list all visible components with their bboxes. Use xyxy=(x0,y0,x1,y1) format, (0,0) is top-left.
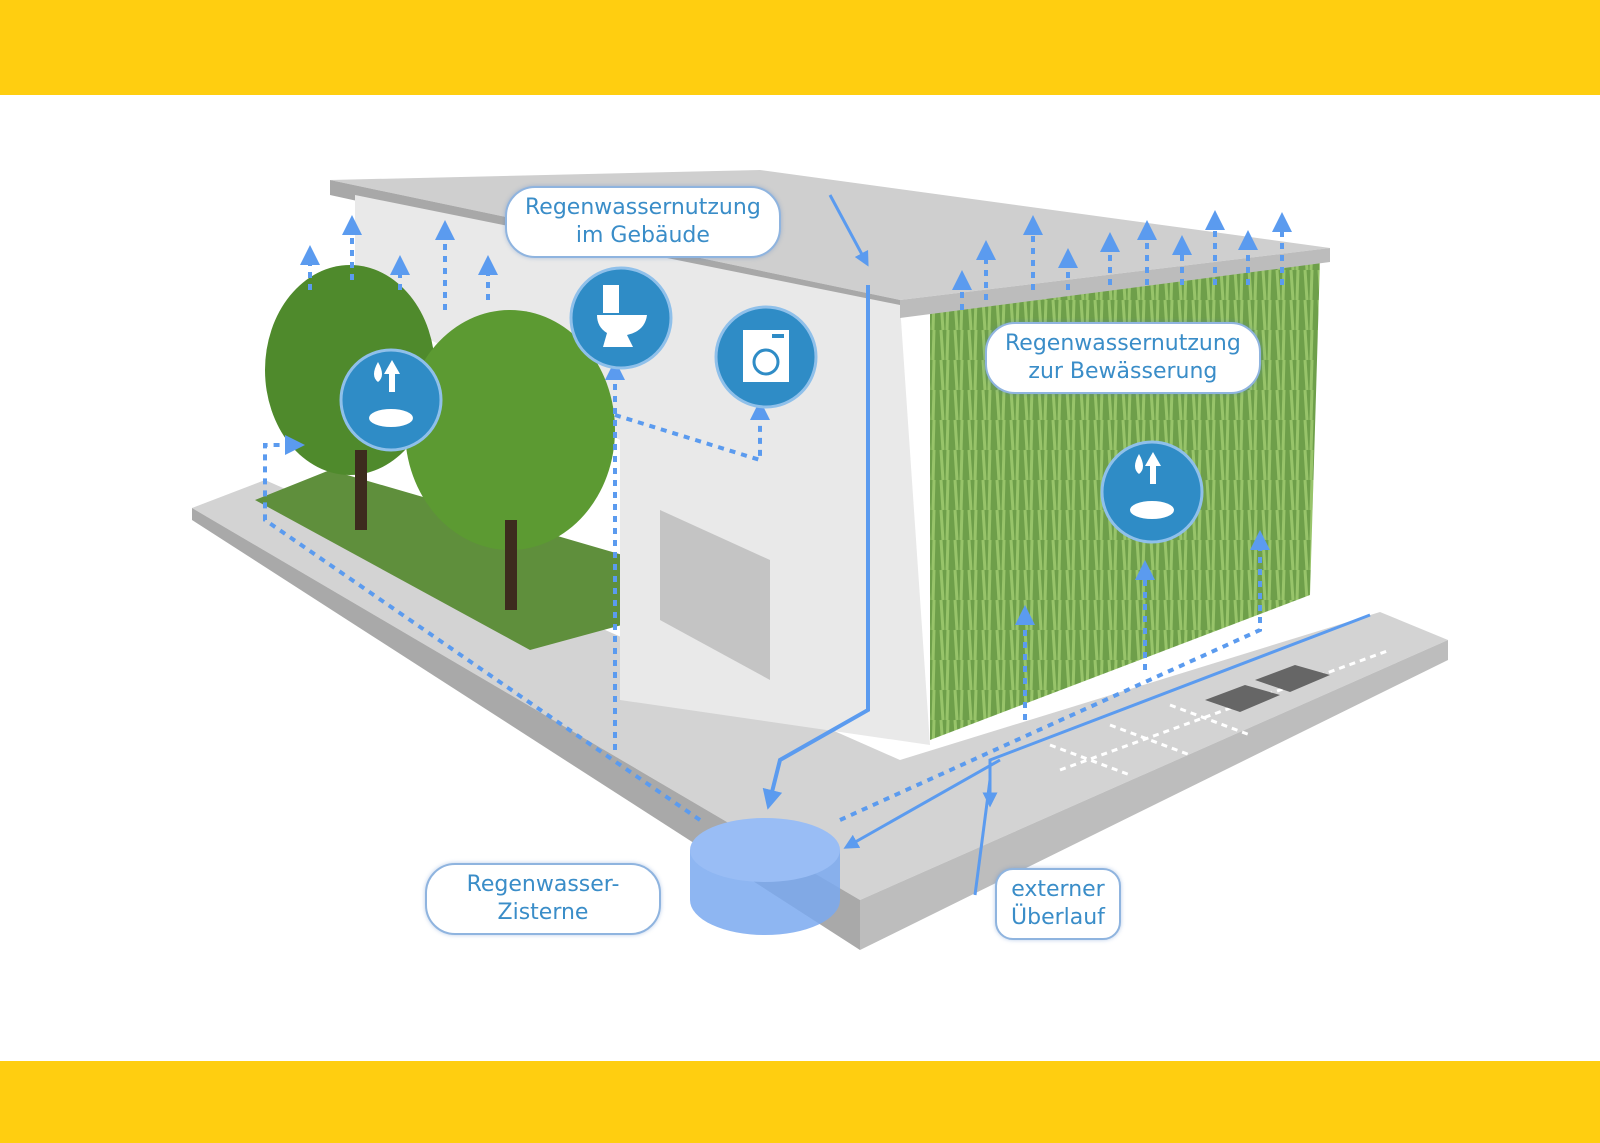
toilet-icon xyxy=(569,266,673,370)
label-line: externer xyxy=(1011,877,1105,902)
label-irrigation: Regenwassernutzung zur Bewässerung xyxy=(985,322,1261,394)
label-line: Zisterne xyxy=(497,900,589,925)
irrigation-icon xyxy=(1100,440,1204,544)
label-line: Überlauf xyxy=(1011,905,1105,930)
bottom-frame-bar xyxy=(0,1061,1600,1143)
label-line: im Gebäude xyxy=(575,223,710,248)
cars xyxy=(1205,665,1330,712)
label-overflow: externer Überlauf xyxy=(995,868,1121,940)
irrigation-icon xyxy=(339,348,443,452)
label-cistern: Regenwasser- Zisterne xyxy=(425,863,661,935)
label-line: Regenwassernutzung xyxy=(525,195,761,220)
cistern xyxy=(690,818,840,935)
label-line: Regenwassernutzung xyxy=(1005,331,1241,356)
label-line: Regenwasser- xyxy=(466,872,620,897)
top-frame-bar xyxy=(0,0,1600,95)
label-building-use: Regenwassernutzung im Gebäude xyxy=(505,186,781,258)
flow-lines xyxy=(263,194,1371,896)
washing-machine-icon xyxy=(714,305,818,409)
label-line: zur Bewässerung xyxy=(1028,359,1218,384)
lawn xyxy=(255,470,640,650)
parking-lot xyxy=(1049,648,1391,777)
